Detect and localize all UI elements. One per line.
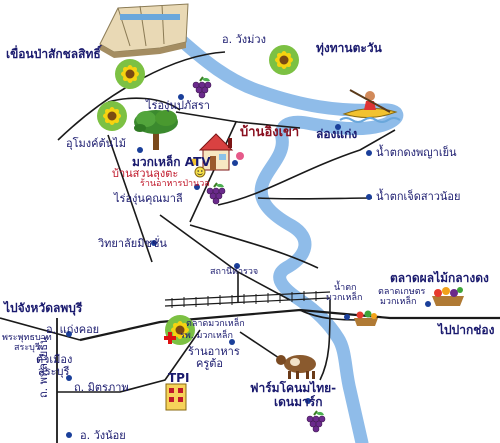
railway <box>164 291 331 308</box>
smiley-icon <box>194 166 206 178</box>
label-dam: เขื่อนป่าสักชลสิทธิ์ <box>6 47 101 61</box>
label-to-lopburi: ไปจังหวัดลพบุรี <box>4 301 83 315</box>
marker-waterfall-cj <box>366 194 372 200</box>
road-inner-north <box>107 97 181 111</box>
marker-restaurant-pv <box>194 184 200 190</box>
label-market-ml: ตลาดมวกเหล็ก <box>186 319 245 329</box>
grape-icon <box>192 76 212 99</box>
label-mok-lek-atv: มวกเหล็ก ATV <box>132 155 211 169</box>
sunflower-icon <box>97 101 127 131</box>
label-farmers-2: มวกเหล็ก <box>380 297 417 307</box>
marker-farmers-market <box>425 301 431 307</box>
tree-icon <box>134 110 178 150</box>
label-farm-2: เดนมาร์ก <box>274 395 323 409</box>
label-waterfall-kp: น้ำตกดงพญาเย็น <box>376 146 457 159</box>
road-mittraphap <box>79 308 500 342</box>
label-fruit-market: ตลาดผลไม้กลางดง <box>390 271 489 285</box>
dam-icon <box>99 3 189 58</box>
hospital-cross-icon <box>164 332 176 344</box>
label-station: สถานีตำรวจ <box>210 267 259 277</box>
road-lower <box>57 329 201 393</box>
tpi-building-icon <box>165 383 187 411</box>
marker-station <box>234 263 240 269</box>
marker-rafting <box>335 124 341 130</box>
label-rafting: ล่องแก่ง <box>316 127 358 141</box>
marker-college <box>151 240 157 246</box>
road-central <box>159 214 291 301</box>
road-waterfalls <box>217 129 396 206</box>
label-college: วิทยาลัยมิชชั่น <box>98 237 167 250</box>
label-saraburi-2: สระบุรี <box>38 365 70 378</box>
label-restaurant-krua-2: ครูต้อ <box>196 357 224 370</box>
label-wang-noi: อ. วังน้อย <box>80 429 126 442</box>
marker-waterfall-kp <box>366 150 372 156</box>
road-farm-2 <box>319 299 331 381</box>
marker-saraburi <box>66 375 72 381</box>
road-waterfall-cj <box>257 197 373 200</box>
label-waterfall-cj: น้ำตกเจ็ดสาวน้อย <box>376 190 461 203</box>
label-ban-ing-khao: บ้านอิงเขา <box>240 125 300 140</box>
marker-vineyard-pb <box>178 94 184 100</box>
label-restaurant-krua-1: ร้านอาหาร <box>188 345 240 358</box>
fruit-basket-icon <box>432 287 464 306</box>
label-restaurant-pv: ร้านอาหารป่านวล <box>140 179 210 189</box>
marker-waterfall-ml <box>344 314 350 320</box>
label-tunnel: อุโมงค์ต้นไม้ <box>66 137 126 150</box>
label-vineyard-km: ไร่องุ่นคุณมาลี <box>114 192 183 205</box>
label-farm-1: ฟาร์มโคนมไทย- <box>250 381 337 395</box>
marker-farm <box>305 398 311 404</box>
marker-wang-noi <box>66 432 72 438</box>
road-inner-west <box>107 134 153 263</box>
label-road-mittraphap: ถ. มิตรภาพ <box>74 381 129 394</box>
label-hospital: รพ. มวกเหล็ก <box>180 331 233 341</box>
label-waterfall-ml-1: น้ำตก <box>334 283 357 293</box>
marker-kaeng-khoi <box>66 331 72 337</box>
kayak-icon <box>339 89 401 123</box>
road-network <box>0 51 500 443</box>
label-road-phahon: ถ. พหลโยธิน <box>37 336 50 398</box>
road-tunnel-link <box>175 111 301 129</box>
label-buddha-1: พระพุทธบาท <box>2 333 52 343</box>
sunflower-icon <box>269 45 299 75</box>
river <box>165 25 404 443</box>
label-vineyard-pb: ไร่องุ่นปภัสรา <box>146 99 210 112</box>
marker-restaurant-krua <box>229 339 235 345</box>
label-waterfall-ml-2: มวกเหล็ก <box>326 293 363 303</box>
house-icon <box>190 133 244 171</box>
cow-icon <box>276 355 316 379</box>
sunflower-icon <box>115 59 145 89</box>
label-kaeng-khoi: อ. แก่งคอย <box>46 323 100 336</box>
label-farmers-1: ตลาดเกษตร <box>378 287 426 297</box>
label-sunflower-field: ทุ่งทานตะวัน <box>316 41 382 55</box>
grape-icon <box>306 410 326 433</box>
marker-ban-ing-khao <box>232 160 238 166</box>
label-to-pak-chong: ไปปากช่อง <box>438 323 495 337</box>
label-saraburi-1: ตัวเมือง <box>36 353 73 366</box>
label-buddha-2: สระบุรี <box>14 343 40 353</box>
fruit-basket-icon <box>354 310 378 326</box>
label-tpi: TPI <box>168 371 190 385</box>
label-wang-muang: อ. วังม่วง <box>222 33 266 46</box>
road-center-2 <box>189 224 319 269</box>
marker-tunnel <box>137 147 143 153</box>
label-ban-suan: บ้านสวนลุงตะ <box>112 167 179 180</box>
